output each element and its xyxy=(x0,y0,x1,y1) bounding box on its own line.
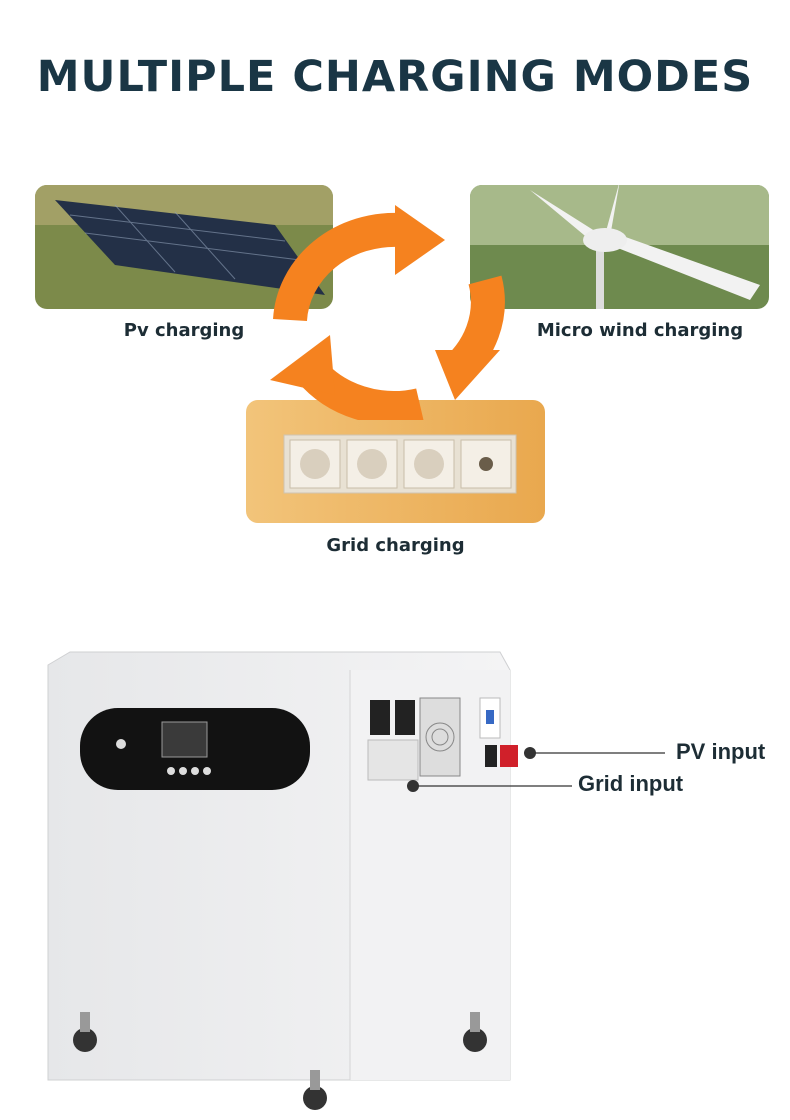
page-title: MULTIPLE CHARGING MODES xyxy=(36,52,754,102)
grid-input-label: Grid input xyxy=(578,771,684,796)
wall-socket-photo xyxy=(246,400,545,523)
callout-lines xyxy=(407,747,665,792)
pv-input-label: PV input xyxy=(676,739,766,764)
power-station-cabinet xyxy=(47,651,518,1110)
wind-turbine-photo xyxy=(470,185,769,309)
wind-charging-label: Micro wind charging xyxy=(536,320,744,341)
cycle-arrows-icon xyxy=(270,205,505,420)
pv-charging-label: Pv charging xyxy=(123,320,245,341)
solar-panel-photo xyxy=(35,185,333,309)
grid-charging-label: Grid charging xyxy=(326,535,465,556)
